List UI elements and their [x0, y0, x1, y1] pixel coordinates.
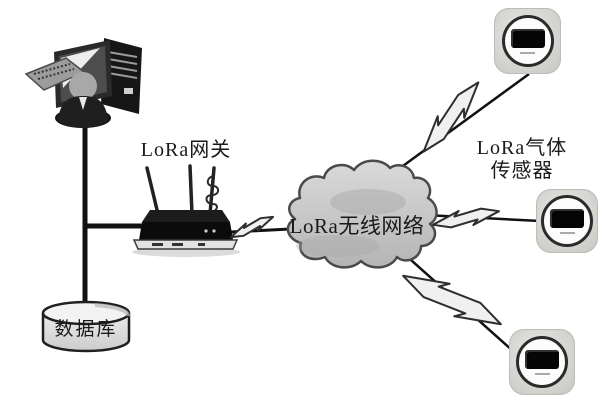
sensor-dash — [559, 231, 575, 234]
sensor-ring — [541, 195, 593, 247]
sensor-display — [550, 208, 584, 228]
lora-cloud — [286, 159, 438, 269]
gas-sensor-icon-middle — [536, 189, 598, 253]
antenna-right — [208, 166, 216, 216]
sensor-display — [525, 349, 559, 369]
antenna-middle — [188, 164, 194, 216]
sensor-label-line1: LoRa气体 — [476, 137, 568, 159]
sensor-dash — [520, 51, 535, 54]
cloud-label: LoRa无线网络 — [289, 214, 425, 238]
bolt-gateway-cloud — [228, 215, 276, 239]
sensor-label-line2: 传感器 — [490, 160, 554, 182]
sensor-ring — [516, 336, 568, 388]
wired-links — [82, 109, 144, 309]
database-label: 数据库 — [54, 319, 118, 340]
database-icon — [41, 300, 131, 353]
gateway-label: LoRa网关 — [140, 139, 232, 161]
sensor-display — [510, 28, 545, 48]
cloud-sensor-top-link — [395, 72, 530, 173]
antenna-cable-coil — [205, 175, 220, 213]
operator-workstation-icon — [24, 38, 142, 128]
gas-sensor-icon-bottom — [509, 329, 575, 395]
sensor-dash — [534, 372, 550, 375]
lora-gateway-icon — [132, 164, 240, 257]
sensor-ring — [501, 15, 554, 67]
gas-sensor-icon-top — [494, 8, 561, 74]
sensor-label: LoRa气体 传感器 — [466, 137, 578, 183]
antenna-left — [145, 166, 160, 216]
